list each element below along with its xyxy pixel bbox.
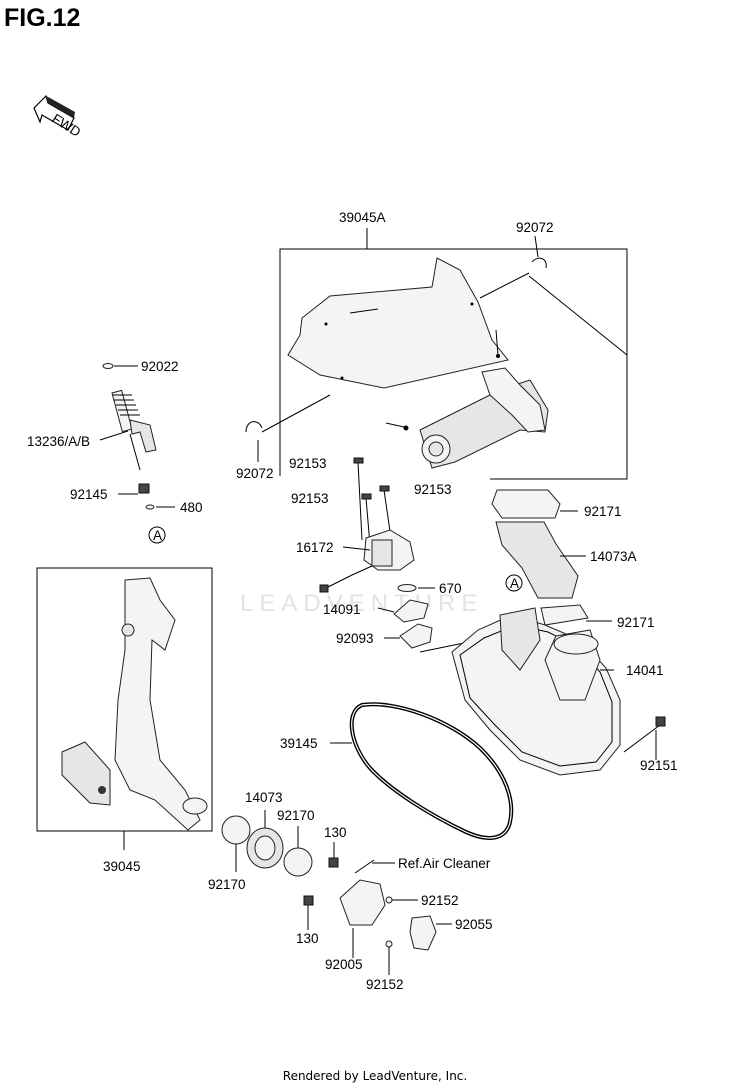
callout-92171-top: 92171 <box>584 504 622 519</box>
callout-92022: 92022 <box>141 359 179 374</box>
callout-92153-c: 92153 <box>414 482 452 497</box>
callout-92153-b: 92153 <box>291 491 329 506</box>
drive-belt <box>330 702 514 840</box>
cover-plate-group <box>245 228 628 480</box>
callout-92170-top: 92170 <box>277 808 315 823</box>
callout-480: 480 <box>180 500 203 515</box>
callout-92152-bottom: 92152 <box>366 977 404 992</box>
callout-92005: 92005 <box>325 957 363 972</box>
ref-a-right: A <box>510 576 519 591</box>
callout-92145: 92145 <box>70 487 108 502</box>
footer-credit: Rendered by LeadVenture, Inc. <box>282 1069 468 1083</box>
callout-14073: 14073 <box>245 790 283 805</box>
duct-box-group <box>36 567 213 850</box>
callout-39045: 39045 <box>103 859 141 874</box>
ref-a-left: A <box>153 528 162 543</box>
callout-ref-air-cleaner: Ref.Air Cleaner <box>398 856 491 871</box>
actuator-group <box>319 457 499 653</box>
callout-13236: 13236/A/B <box>27 434 90 449</box>
callout-92171-bottom: 92171 <box>617 615 655 630</box>
lever-assembly <box>99 363 175 544</box>
watermark-text: LEADVENTURE <box>240 590 484 617</box>
callout-92072-top: 92072 <box>516 220 554 235</box>
callout-14091: 14091 <box>323 602 361 617</box>
callout-92093: 92093 <box>336 631 374 646</box>
callout-670: 670 <box>439 581 462 596</box>
intake-duct-group <box>491 489 612 626</box>
callout-39145: 39145 <box>280 736 318 751</box>
callout-92152-top: 92152 <box>421 893 459 908</box>
fwd-arrow-icon: FWD <box>33 94 84 140</box>
callout-92072-left: 92072 <box>236 466 274 481</box>
callout-130-top: 130 <box>324 825 347 840</box>
clutch-cover-group <box>451 574 666 776</box>
boot-and-clamps-group <box>221 810 452 975</box>
figure-title: FIG.12 <box>4 4 81 32</box>
callout-14073A: 14073A <box>590 549 637 564</box>
callout-92153-a: 92153 <box>289 456 327 471</box>
callout-92151: 92151 <box>640 758 678 773</box>
callout-14041: 14041 <box>626 663 664 678</box>
callout-16172: 16172 <box>296 540 334 555</box>
callout-92055: 92055 <box>455 917 493 932</box>
callout-39045A: 39045A <box>339 210 386 225</box>
callout-92170-bottom: 92170 <box>208 877 246 892</box>
callout-130-bottom: 130 <box>296 931 319 946</box>
